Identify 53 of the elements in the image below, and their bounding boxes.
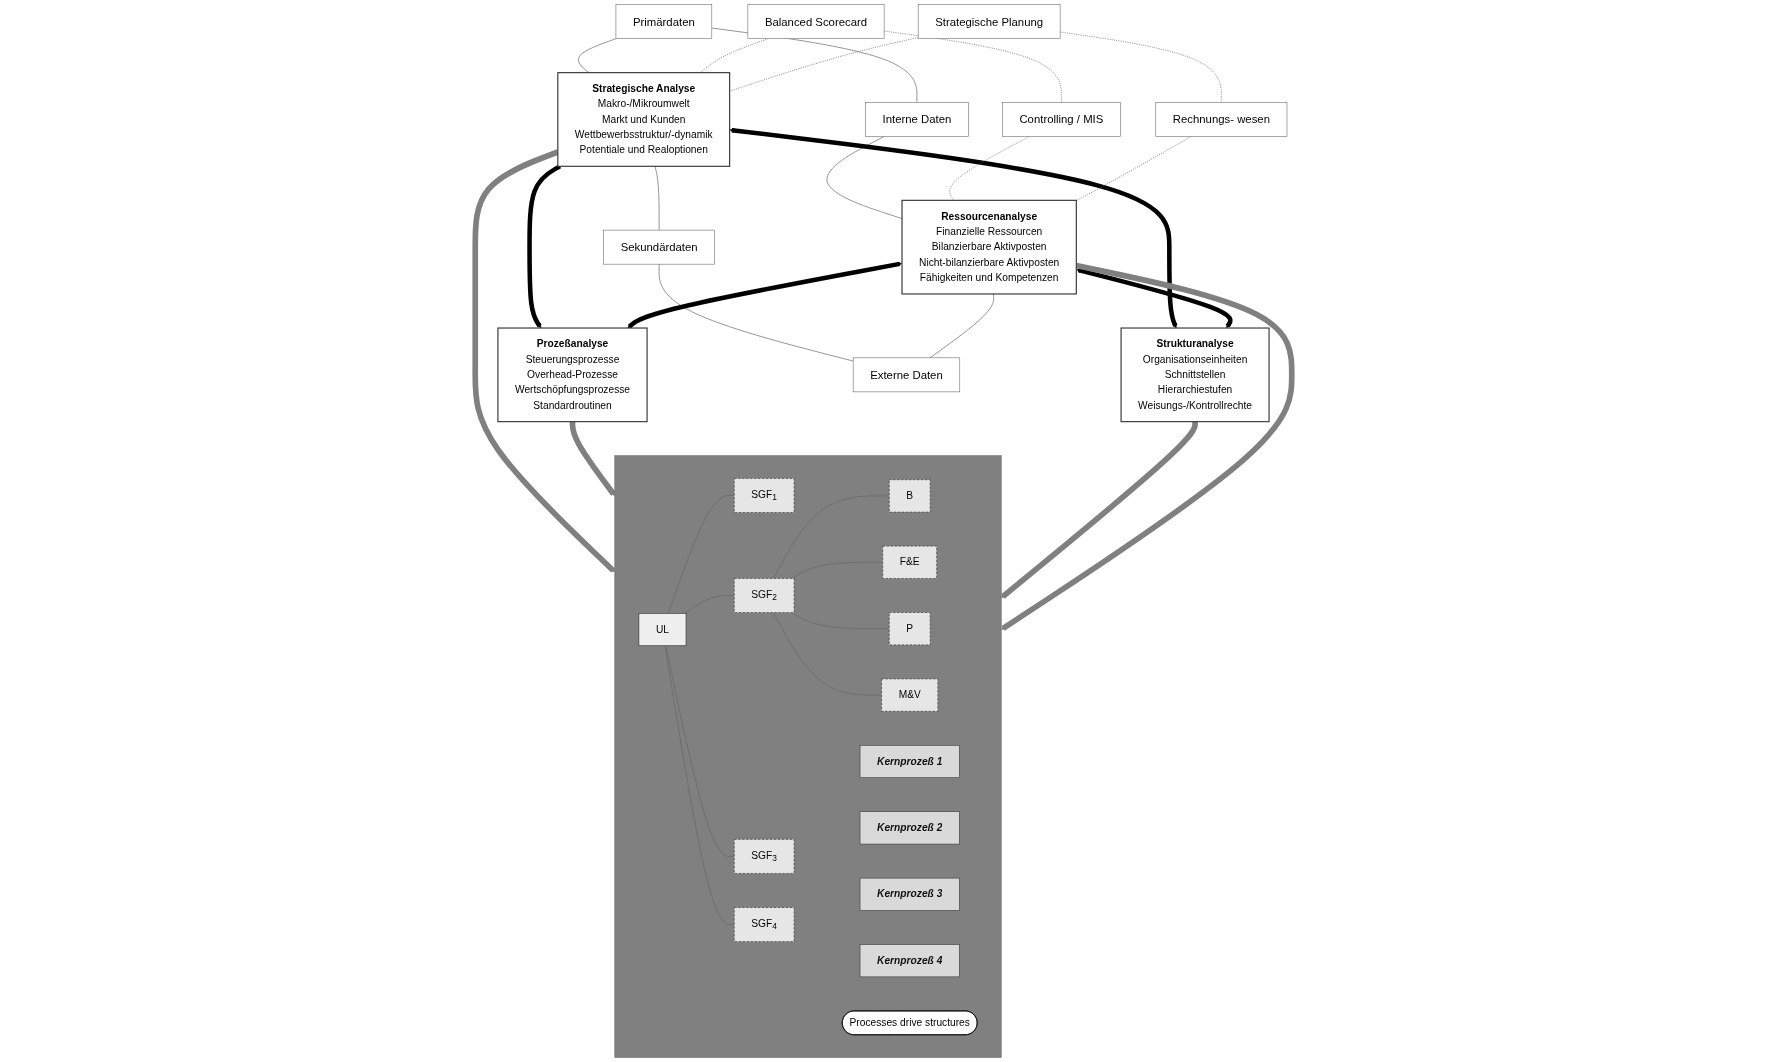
node-box: Kernprozeß 3 bbox=[859, 877, 960, 911]
connector bbox=[883, 30, 1062, 103]
arrow bbox=[1001, 262, 1295, 631]
node-box: Kernprozeß 1 bbox=[859, 745, 960, 778]
node-box: Prozeßanalyse Steuerungsprozesse Overhead-Prozesse Wertschöpfungsprozesse Standardroutinen bbox=[497, 327, 648, 423]
node-box: B bbox=[889, 479, 931, 513]
node-box: Strategische Planung bbox=[917, 4, 1061, 39]
arrow bbox=[472, 149, 616, 573]
node-box: Interne Daten bbox=[865, 102, 969, 137]
node-box: SGF$_{1}$ bbox=[733, 478, 795, 513]
node-box: Strukturanalyse Organisationseinheiten Schnittstellen Hierarchiestufen Weisungs-/Kontrollrechte bbox=[1120, 327, 1270, 423]
connector bbox=[699, 38, 769, 73]
connector bbox=[773, 495, 890, 579]
cluster bbox=[614, 455, 1002, 1058]
node-box: SGF$_{2}$ bbox=[733, 578, 795, 613]
node-box: Strategische Analyse Makro-/Mikroumwelt Markt und Kunden Wettbewerbsstruktur/-dynamik Potentiale und Realoptionen bbox=[557, 72, 731, 167]
arrow bbox=[569, 421, 616, 496]
node-box: Primärdaten bbox=[615, 4, 713, 39]
arrow bbox=[1076, 267, 1233, 329]
arrow bbox=[1001, 421, 1198, 599]
connector bbox=[729, 37, 919, 92]
connector bbox=[578, 38, 617, 73]
connector bbox=[949, 136, 1030, 201]
connector bbox=[826, 136, 903, 219]
arrow bbox=[729, 127, 1178, 329]
node-box: Externe Daten bbox=[852, 357, 961, 393]
connector bbox=[667, 495, 735, 614]
connector bbox=[773, 612, 882, 696]
connector bbox=[664, 645, 735, 925]
connector bbox=[929, 293, 994, 359]
connector bbox=[654, 165, 660, 231]
connector bbox=[791, 561, 884, 579]
arrow bbox=[527, 164, 562, 329]
node-box: M&V bbox=[881, 678, 939, 712]
connector bbox=[658, 263, 854, 362]
connector bbox=[665, 645, 735, 857]
connector bbox=[791, 612, 890, 630]
connector bbox=[684, 595, 735, 614]
connector bbox=[1059, 31, 1222, 103]
connector bbox=[1075, 136, 1192, 201]
node-box: SGF$_{3}$ bbox=[733, 839, 795, 874]
node-box: P bbox=[889, 612, 931, 646]
node-box: Rechnungs- wesen bbox=[1155, 102, 1288, 137]
node-box: Ressourcenanalyse Finanzielle Ressourcen Bilanzierbare Aktivposten Nicht-bilanzierbare Aktivposten Fähigkeiten und Kompetenzen bbox=[901, 199, 1077, 295]
node-box: Sekundärdaten bbox=[603, 229, 715, 265]
node-box: Kernprozeß 2 bbox=[859, 811, 960, 845]
node-box: Controlling / MIS bbox=[1002, 102, 1121, 137]
node-box: UL bbox=[638, 613, 687, 647]
node-box: SGF$_{4}$ bbox=[733, 907, 795, 942]
node-box: Kernprozeß 4 bbox=[859, 944, 960, 978]
arrow bbox=[627, 261, 902, 329]
node-box: Balanced Scorecard bbox=[747, 4, 885, 39]
node-box: F&E bbox=[882, 545, 937, 579]
